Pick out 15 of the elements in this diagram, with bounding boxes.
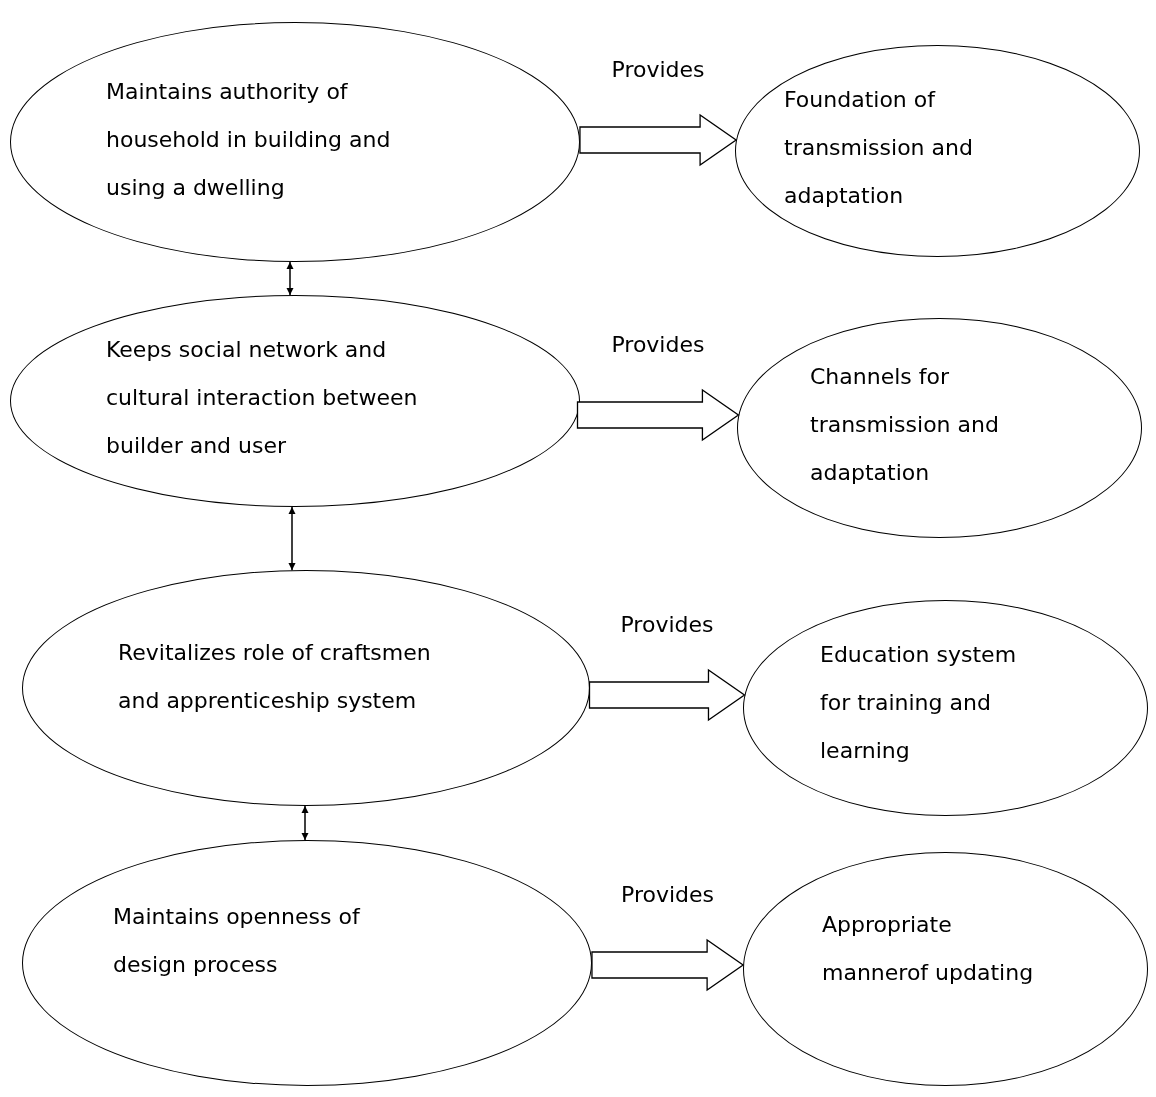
block-arrow [591, 938, 745, 992]
node-text: Maintains openness of design process [113, 903, 362, 979]
node-text: Foundation of transmission and adaptation [784, 86, 974, 210]
block-arrow [579, 113, 738, 167]
node-text: Revitalizes role of craftsmen and apprenticeship system [118, 639, 432, 715]
double-arrow [288, 506, 296, 571]
node-text: Maintains authority of household in building and using a dwelling [106, 78, 392, 202]
double-arrow [301, 805, 309, 841]
node-text: Appropriate mannerof updating [822, 911, 1035, 987]
node-text: Keeps social network and cultural interaction between builder and user [106, 336, 419, 460]
block-arrow [576, 388, 740, 442]
double-arrow [286, 261, 294, 296]
block-arrow [588, 668, 746, 722]
node-text: Education system for training and learning [820, 641, 1018, 765]
node-text: Channels for transmission and adaptation [810, 363, 1000, 487]
